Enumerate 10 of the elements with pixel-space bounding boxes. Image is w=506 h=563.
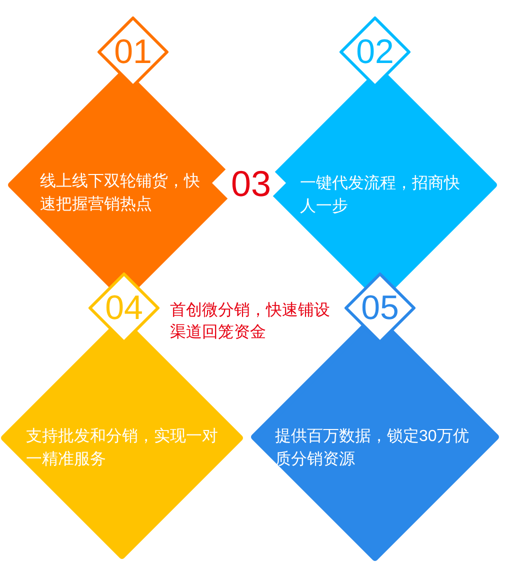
step-number: 02 <box>356 35 394 69</box>
step-text: 线上线下双轮铺货，快速把握营销热点 <box>40 172 201 215</box>
step-text: 支持批发和分销，实现一对一精准服务 <box>26 426 219 470</box>
step-text: 提供百万数据，锁定30万优质分销资源 <box>275 426 470 470</box>
step-text: 一键代发流程，招商快人一步 <box>300 174 461 217</box>
step-number: 01 <box>114 35 152 69</box>
step-number: 05 <box>361 291 399 325</box>
step-text: 首创微分销，快速铺设渠道回笼资金 <box>170 300 331 343</box>
step-number: 04 <box>105 291 143 325</box>
step-number: 03 <box>231 166 272 202</box>
